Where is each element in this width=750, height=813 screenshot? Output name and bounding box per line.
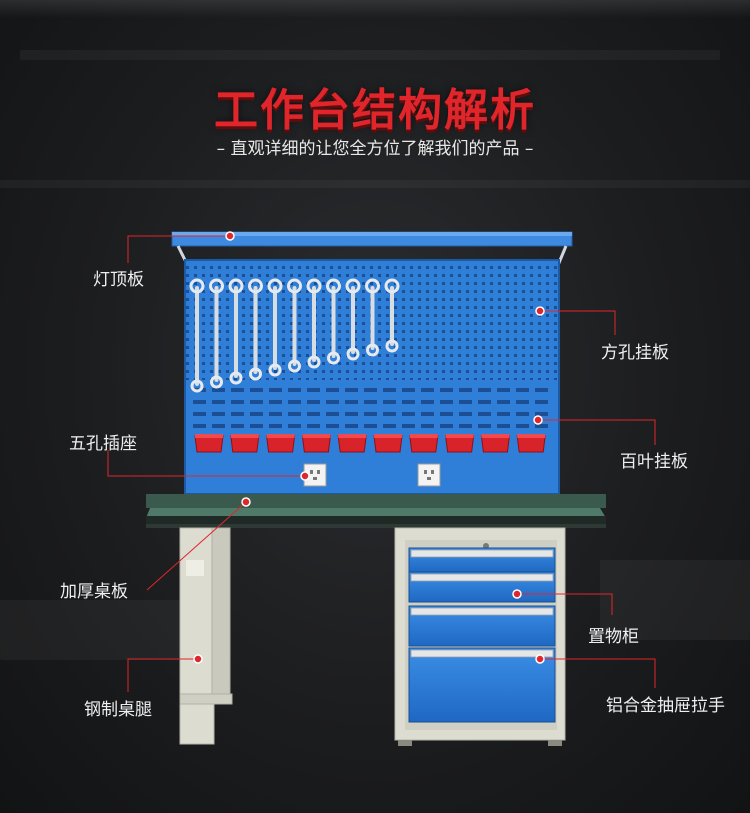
aluminum-drawer-handle[interactable] <box>410 607 554 616</box>
drawer[interactable] <box>408 571 556 603</box>
callout-five-hole-socket: 五孔插座 <box>69 434 137 454</box>
callout-dots <box>193 231 545 664</box>
wrench <box>248 278 263 381</box>
callout-steel-leg: 钢制桌腿 <box>84 700 152 720</box>
wrench <box>306 278 322 369</box>
wrench <box>326 278 341 365</box>
drawer[interactable] <box>408 605 556 647</box>
light-top-board <box>171 231 573 271</box>
wrench <box>209 278 224 389</box>
page-subtitle: – 直观详细的让您全方位了解我们的产品 – <box>216 139 534 159</box>
background-shelf <box>600 560 750 640</box>
callout-thick-tabletop: 加厚桌板 <box>60 582 128 602</box>
parts-bin <box>480 434 510 453</box>
parts-bin <box>301 434 331 453</box>
parts-bin <box>409 434 439 453</box>
drawer-stack <box>408 547 556 723</box>
wrench <box>189 278 205 393</box>
wrench <box>228 278 244 385</box>
aluminum-drawer-handle[interactable] <box>410 549 554 558</box>
parts-bins <box>194 434 546 453</box>
wrench <box>287 278 302 373</box>
wrench <box>267 278 283 377</box>
callout-aluminum-handle: 铝合金抽屉拉手 <box>606 696 725 716</box>
background-shelf <box>20 50 720 60</box>
page-title: 工作台结构解析 <box>214 85 536 136</box>
aluminum-drawer-handle[interactable] <box>410 573 554 582</box>
wrench <box>365 278 380 357</box>
five-hole-socket-2 <box>417 463 441 487</box>
aluminum-drawer-handle[interactable] <box>410 649 554 658</box>
drawer[interactable] <box>408 647 556 723</box>
parts-bin <box>230 434 260 453</box>
drawer[interactable] <box>408 547 556 573</box>
parts-bin <box>194 434 224 453</box>
wrench <box>345 278 361 361</box>
parts-bin <box>445 434 475 453</box>
callout-lines <box>107 235 656 692</box>
louver-board <box>185 380 559 432</box>
parts-bin <box>266 434 296 453</box>
wrench <box>384 278 400 353</box>
parts-bin <box>337 434 367 453</box>
callout-light-top: 灯顶板 <box>93 270 144 290</box>
thick-tabletop <box>146 494 606 528</box>
callout-square-hole-board: 方孔挂板 <box>601 343 669 363</box>
parts-bin <box>516 434 546 453</box>
parts-bin <box>373 434 403 453</box>
callout-louver-board: 百叶挂板 <box>620 452 688 472</box>
wrench-set <box>189 278 400 393</box>
background-shelf <box>0 600 180 660</box>
steel-table-leg <box>179 527 233 745</box>
background-shelf <box>0 180 750 188</box>
callout-storage-cabinet: 置物柜 <box>588 627 639 647</box>
